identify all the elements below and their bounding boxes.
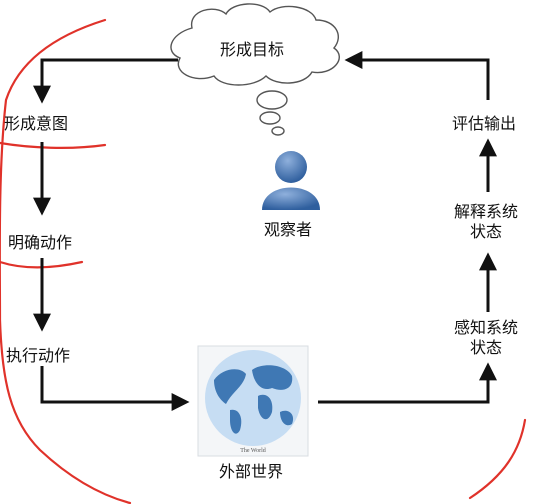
globe-icon: The World (197, 345, 309, 457)
step-execute-action: 执行动作 (6, 346, 71, 365)
arrow-execute-to-world (40, 366, 190, 411)
step-interpret-state: 解释系统 状态 (453, 202, 518, 241)
step-evaluate-output: 评估输出 (452, 114, 517, 133)
goal-label: 形成目标 (220, 40, 285, 59)
person-icon (262, 151, 320, 210)
arrow-evaluate-to-goal (344, 51, 490, 100)
arrow-world-to-perceive (318, 362, 497, 404)
globe-caption: The World (240, 448, 266, 454)
arrow-goal-to-intent (33, 58, 178, 104)
thought-cloud-icon (170, 3, 340, 136)
arrows (33, 51, 497, 411)
step-perceive-state: 感知系统 状态 (453, 318, 518, 357)
world-label: 外部世界 (219, 462, 284, 481)
step-form-intent: 形成意图 (4, 114, 69, 133)
observer-label: 观察者 (264, 220, 313, 239)
step-specify-action: 明确动作 (8, 233, 73, 252)
